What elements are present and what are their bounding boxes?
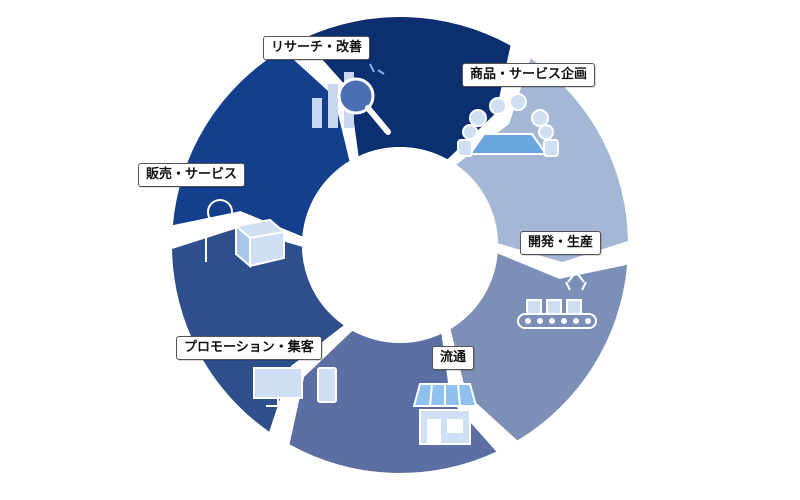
segment-label-planning: 商品・サービス企画 bbox=[462, 63, 596, 87]
segment-label-sales: 販売・サービス bbox=[138, 163, 246, 187]
segment-label-development: 開発・生産 bbox=[520, 231, 602, 255]
segment-label-research: リサーチ・改善 bbox=[263, 36, 371, 60]
devices-icon bbox=[253, 367, 337, 407]
factory-conveyor-icon bbox=[517, 258, 597, 329]
segment-development bbox=[450, 253, 628, 441]
segment-label-distribution: 流通 bbox=[432, 346, 475, 370]
center-hole bbox=[302, 147, 498, 343]
magnifier-chart-icon bbox=[312, 63, 391, 135]
delivery-person-icon bbox=[205, 199, 287, 269]
segment-promotion bbox=[172, 228, 344, 432]
segment-planning bbox=[456, 58, 628, 263]
segment-label-promotion: プロモーション・集客 bbox=[176, 336, 322, 360]
meeting-icon bbox=[457, 93, 559, 157]
segment-sales bbox=[172, 49, 350, 237]
storefront-icon bbox=[412, 383, 478, 445]
